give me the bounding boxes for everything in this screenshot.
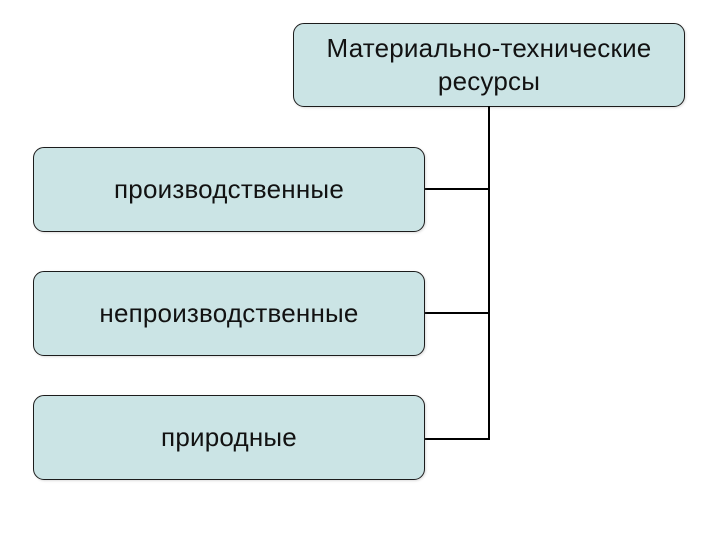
node-production-label: производственные	[114, 174, 344, 205]
connector-trunk-line	[488, 106, 490, 440]
connector-branch-non-production	[425, 312, 490, 314]
node-non-production-label: непроизводственные	[99, 298, 359, 329]
node-material-technical-resources: Материально-технические ресурсы	[293, 23, 685, 107]
connector-branch-natural	[425, 438, 490, 440]
connector-branch-production	[425, 188, 490, 190]
node-natural-label: природные	[161, 422, 297, 453]
node-material-technical-resources-label: Материально-технические ресурсы	[326, 33, 652, 96]
node-production: производственные	[33, 147, 425, 232]
node-natural: природные	[33, 395, 425, 480]
node-non-production: непроизводственные	[33, 271, 425, 356]
